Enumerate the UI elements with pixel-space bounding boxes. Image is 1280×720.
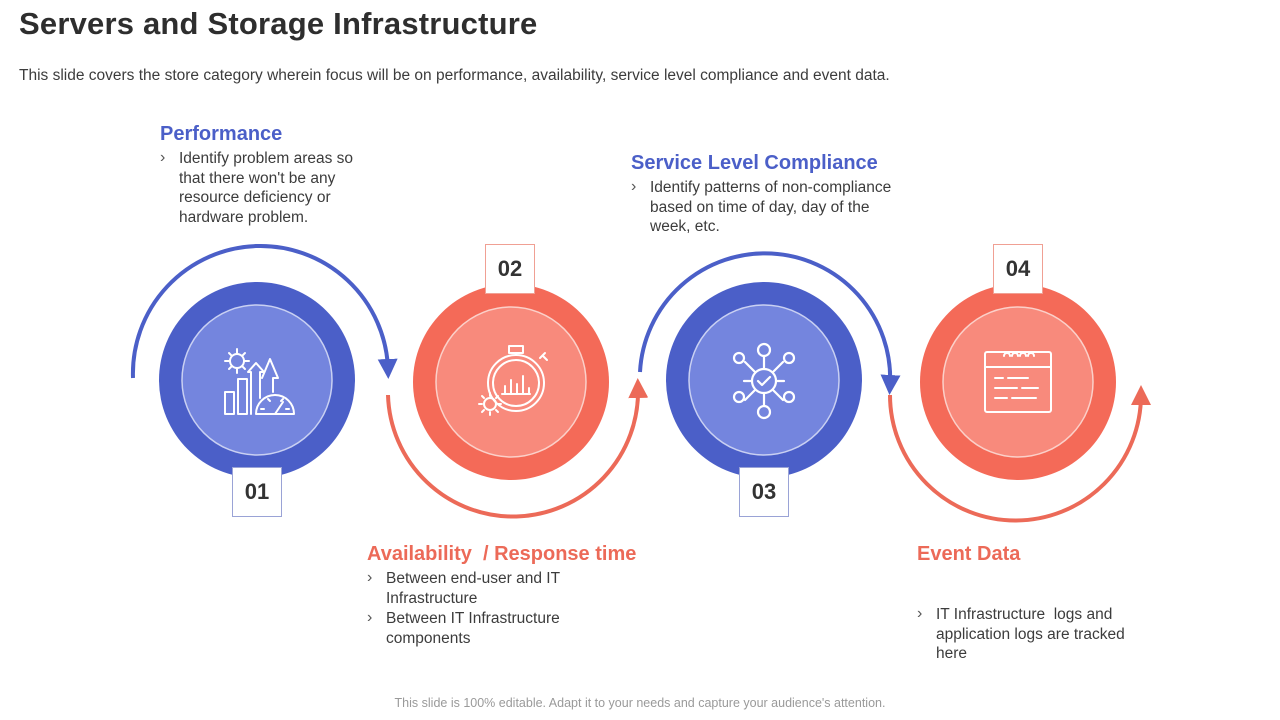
step-circle-01	[159, 282, 355, 478]
bullet-item: Identify patterns of non-compliance base…	[631, 177, 906, 237]
arc-red-1	[386, 378, 649, 519]
step-circle-02	[413, 284, 609, 480]
step-block-service-level: Service Level Compliance Identify patter…	[631, 152, 921, 238]
bullet-item: IT Infrastructure logs and application l…	[917, 604, 1127, 664]
step-block-availability: Availability / Response time Between end…	[367, 543, 667, 649]
step-heading-event-data: Event Data	[917, 543, 1021, 565]
step-circle-03	[666, 282, 862, 478]
step-heading-performance: Performance	[160, 123, 283, 145]
step-heading-service-level: Service Level Compliance	[631, 152, 878, 174]
stopwatch-chart-icon	[478, 345, 548, 416]
bullet-list: Identify patterns of non-compliance base…	[631, 177, 906, 237]
step-number-04: 04	[993, 244, 1043, 294]
step-block-performance: Performance Identify problem areas so th…	[160, 123, 375, 228]
page-title: Servers and Storage Infrastructure	[19, 6, 538, 41]
bullet-item: Between IT Infrastructure components	[367, 608, 587, 648]
log-document-icon	[984, 351, 1052, 413]
step-block-event-data: Event Data IT Infrastructure logs and ap…	[917, 543, 1127, 701]
step-number-02: 02	[485, 244, 535, 294]
bullet-list: IT Infrastructure logs and application l…	[917, 569, 1127, 701]
bullet-item: Identify problem areas so that there won…	[160, 148, 375, 227]
footer-note: This slide is 100% editable. Adapt it to…	[394, 696, 886, 710]
arc-red-2	[888, 385, 1151, 523]
step-heading-availability: Availability / Response time	[367, 543, 637, 565]
bullet-list: Identify problem areas so that there won…	[160, 148, 375, 227]
step-number-01: 01	[232, 467, 282, 517]
chart-gear-gauge-icon	[224, 348, 295, 415]
network-check-icon	[732, 342, 796, 420]
bullet-list: Between end-user and IT Infrastructure B…	[367, 568, 587, 648]
arc-blue-1	[130, 243, 398, 379]
bullet-item: Between end-user and IT Infrastructure	[367, 568, 587, 608]
page-subtitle: This slide covers the store category whe…	[19, 67, 890, 84]
step-number-03: 03	[739, 467, 789, 517]
step-circle-04	[920, 284, 1116, 480]
arc-blue-2	[638, 251, 901, 395]
